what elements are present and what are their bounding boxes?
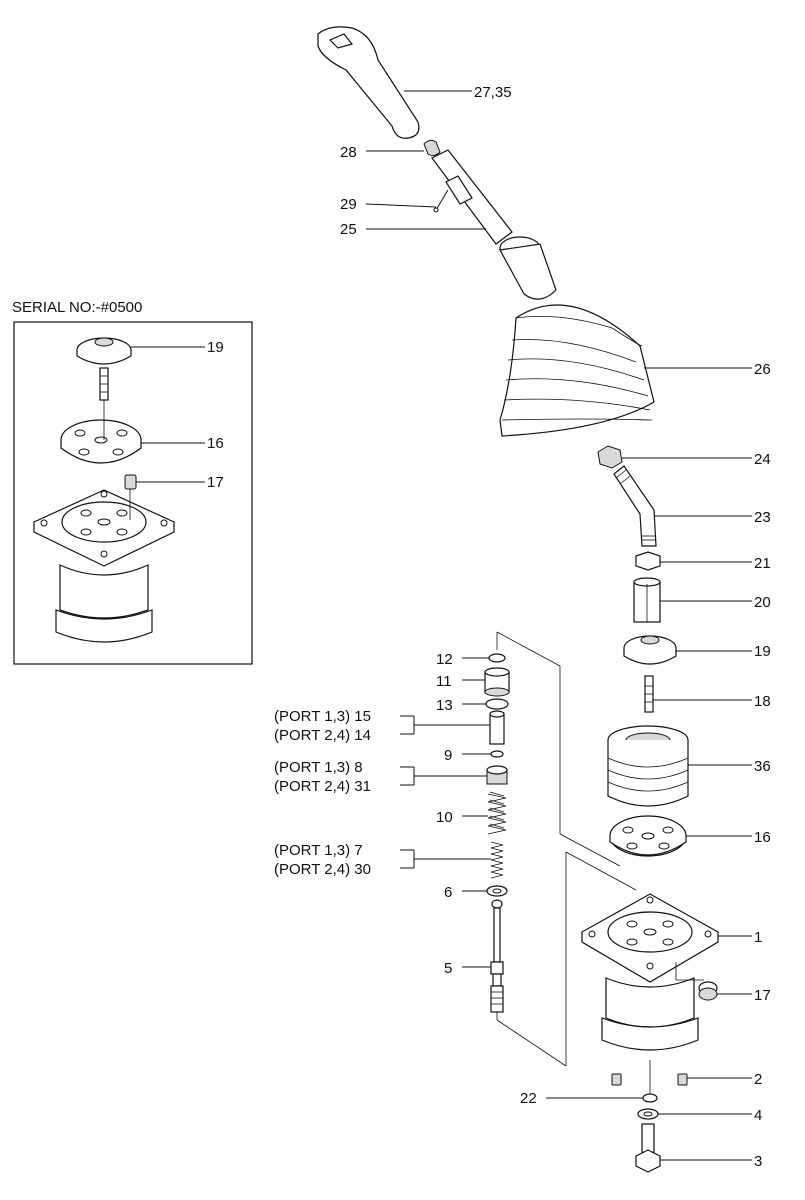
part-26-boot — [499, 236, 655, 437]
part-27-35-handle — [317, 26, 420, 139]
label-16: 16 — [754, 829, 771, 846]
part-29-pin — [433, 189, 449, 213]
label-36: 36 — [754, 758, 771, 775]
part-12-ring — [488, 653, 506, 663]
label-26: 26 — [754, 361, 771, 378]
inset-label-16: 16 — [207, 435, 224, 452]
part-18-pin — [644, 675, 654, 713]
label-2: 2 — [754, 1071, 762, 1088]
part-17-plug — [698, 981, 718, 1001]
part-5-spool — [490, 899, 504, 1013]
part-23-rod — [613, 465, 657, 547]
inset-title: SERIAL NO:-#0500 — [12, 299, 142, 316]
label-11: 11 — [436, 673, 452, 690]
label-10: 10 — [436, 809, 453, 826]
part-9-washer — [490, 750, 504, 758]
part-10-spring — [487, 791, 507, 835]
label-23: 23 — [754, 509, 771, 526]
part-4-washer — [637, 1108, 659, 1120]
label-28: 28 — [340, 144, 357, 161]
part-11-plug — [484, 667, 510, 697]
label-14: (PORT 2,4) 14 — [274, 727, 371, 744]
label-24: 24 — [754, 451, 771, 468]
inset-panel: SERIAL NO:-#0500 19 16 — [12, 299, 253, 665]
label-20: 20 — [754, 594, 771, 611]
part-13-oring — [485, 698, 509, 710]
inset-housing — [32, 489, 176, 643]
part-20-coupling — [633, 577, 661, 623]
part-22-oring — [642, 1060, 658, 1103]
part-19-cap — [623, 635, 677, 665]
label-13: 13 — [436, 697, 453, 714]
part-24-nut — [597, 445, 623, 469]
label-29: 29 — [340, 196, 357, 213]
part-7-30-spring — [490, 841, 504, 879]
label-5: 5 — [444, 960, 452, 977]
part-36-rubber — [607, 725, 689, 807]
label-19: 19 — [754, 643, 771, 660]
label-6: 6 — [444, 884, 452, 901]
inset-part-17-plug — [124, 474, 137, 490]
label-18: 18 — [754, 693, 771, 710]
inset-label-17: 17 — [207, 474, 224, 491]
label-9: 9 — [444, 747, 452, 764]
assembly-bracket — [496, 631, 637, 1067]
label-12: 12 — [436, 651, 453, 668]
label-3: 3 — [754, 1153, 762, 1170]
label-15: (PORT 1,3) 15 — [274, 708, 371, 725]
label-4: 4 — [754, 1107, 762, 1124]
inset-label-19: 19 — [207, 339, 224, 356]
label-22: 22 — [520, 1090, 537, 1107]
inset-part-16-plate — [60, 400, 142, 464]
part-3-bolt — [635, 1123, 661, 1173]
part-8-31-spring-seat — [486, 765, 508, 785]
part-21-nut — [635, 551, 661, 571]
part-25-lever — [431, 149, 513, 245]
label-30: (PORT 2,4) 30 — [274, 861, 371, 878]
label-8: (PORT 1,3) 8 — [274, 759, 363, 776]
inset-pin — [99, 367, 109, 401]
label-17: 17 — [754, 987, 771, 1004]
label-31: (PORT 2,4) 31 — [274, 778, 371, 795]
part-28-nut — [423, 139, 441, 157]
part-16-plate — [609, 815, 687, 857]
part-1-housing — [580, 893, 720, 1051]
label-1: 1 — [754, 929, 762, 946]
label-25: 25 — [340, 221, 357, 238]
label-7: (PORT 1,3) 7 — [274, 842, 363, 859]
label-21: 21 — [754, 555, 771, 572]
part-6-washer — [486, 885, 508, 897]
part-2-plugs — [611, 1073, 688, 1086]
label-27-35: 27,35 — [474, 84, 512, 101]
part-15-14-push-rod — [489, 710, 505, 745]
inset-part-19-cap — [76, 337, 132, 365]
